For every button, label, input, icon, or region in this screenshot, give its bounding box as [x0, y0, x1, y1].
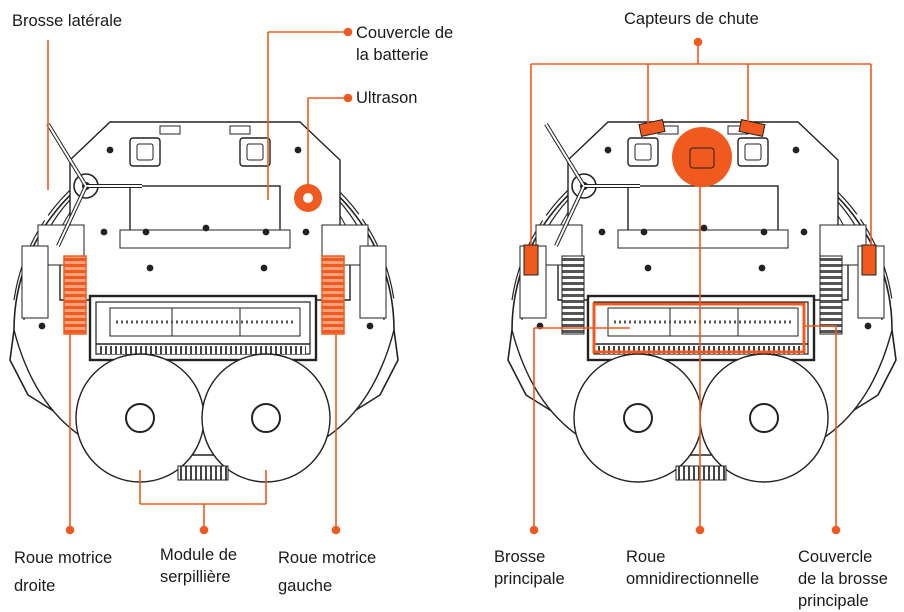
- cliff-sensor-4: [861, 244, 877, 276]
- label-right-drive-wheel: Roue motrice droite: [14, 549, 113, 595]
- cliff-sensor-1: [638, 119, 666, 137]
- leader-lines: [47, 27, 872, 535]
- right-drive-wheel: [63, 255, 87, 335]
- cliff-sensor-2: [738, 119, 766, 137]
- left-drive-wheel: [321, 255, 345, 335]
- omni-wheel: [672, 127, 732, 187]
- label-left-drive-wheel: Roue motrice gauche: [278, 549, 377, 595]
- label-mop-module: Module de serpillière: [160, 546, 238, 586]
- label-omni-wheel: Roue omnidirectionnelle: [626, 548, 759, 588]
- label-main-brush: Brosse principale: [494, 548, 565, 588]
- label-brush-cover: Couvercle de la brosse principale: [798, 548, 888, 610]
- label-cliff-sensors: Capteurs de chute: [624, 10, 759, 28]
- robot-left: [8, 120, 400, 484]
- label-ultrasound: Ultrason: [356, 89, 418, 107]
- robot-right: [506, 119, 898, 484]
- label-battery-cover: Couvercle de la batterie: [356, 24, 454, 64]
- label-side-brush: Brosse latérale: [12, 12, 123, 30]
- cliff-sensor-3: [523, 244, 539, 276]
